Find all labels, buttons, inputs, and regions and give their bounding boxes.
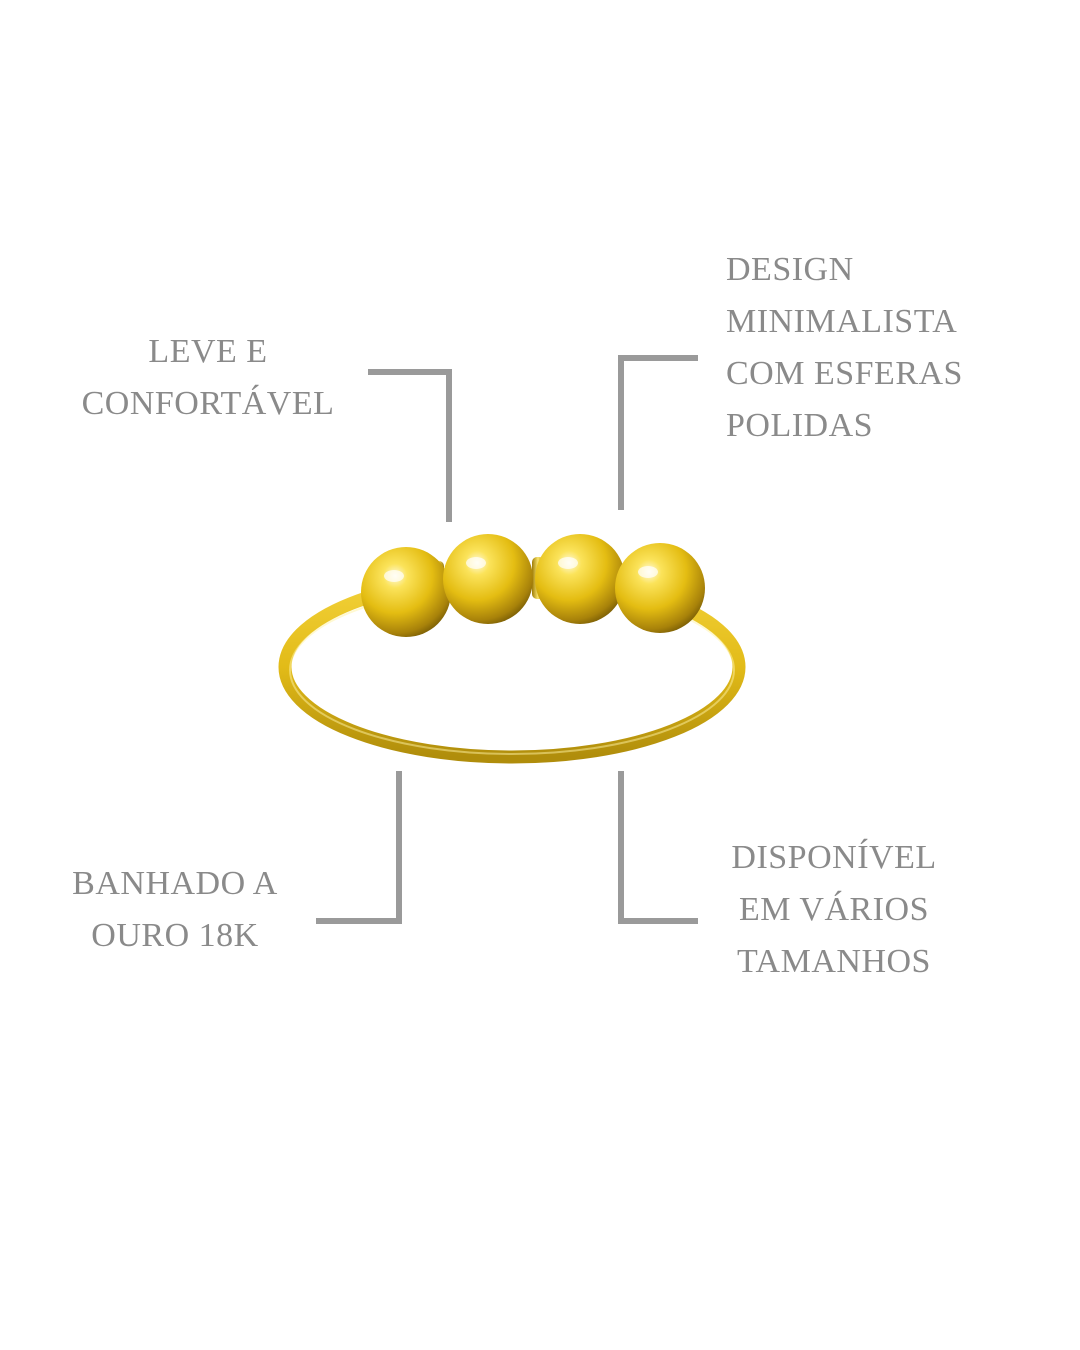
connector-bottom-right-vertical: [618, 771, 624, 924]
feature-label-line: OURO 18K: [91, 917, 259, 954]
connector-top-left-horizontal: [368, 369, 452, 375]
connector-bottom-right-horizontal: [618, 918, 698, 924]
connector-bottom-left-horizontal: [316, 918, 402, 924]
feature-label-line: TAMANHOS: [737, 943, 931, 980]
feature-label-top-left: LEVE E CONFORTÁVEL: [68, 326, 348, 430]
gold-ring-illustration: [278, 534, 746, 764]
feature-label-line: POLIDAS: [726, 407, 874, 444]
ring-bead: [535, 534, 625, 624]
connector-top-left-vertical: [446, 369, 452, 522]
connector-bottom-left-vertical: [396, 771, 402, 924]
feature-label-top-right: DESIGN MINIMALISTA COM ESFERAS POLIDAS: [726, 244, 1026, 452]
connector-top-right-horizontal: [618, 355, 698, 361]
feature-label-bottom-right: DISPONÍVEL EM VÁRIOS TAMANHOS: [712, 832, 956, 988]
ring-bead: [443, 534, 533, 624]
feature-label-line: BANHADO A: [72, 865, 278, 902]
feature-label-line: DESIGN: [726, 251, 854, 288]
connector-top-right-vertical: [618, 355, 624, 510]
ring-bead: [361, 547, 451, 637]
feature-label-line: MINIMALISTA: [726, 303, 958, 340]
ring-bead: [615, 543, 705, 633]
feature-label-bottom-left: BANHADO A OURO 18K: [50, 858, 300, 962]
feature-label-line: COM ESFERAS: [726, 355, 963, 392]
feature-label-line: EM VÁRIOS: [739, 891, 929, 928]
feature-label-line: LEVE E: [148, 333, 268, 370]
feature-label-line: DISPONÍVEL: [731, 839, 937, 876]
feature-label-line: CONFORTÁVEL: [81, 385, 335, 422]
